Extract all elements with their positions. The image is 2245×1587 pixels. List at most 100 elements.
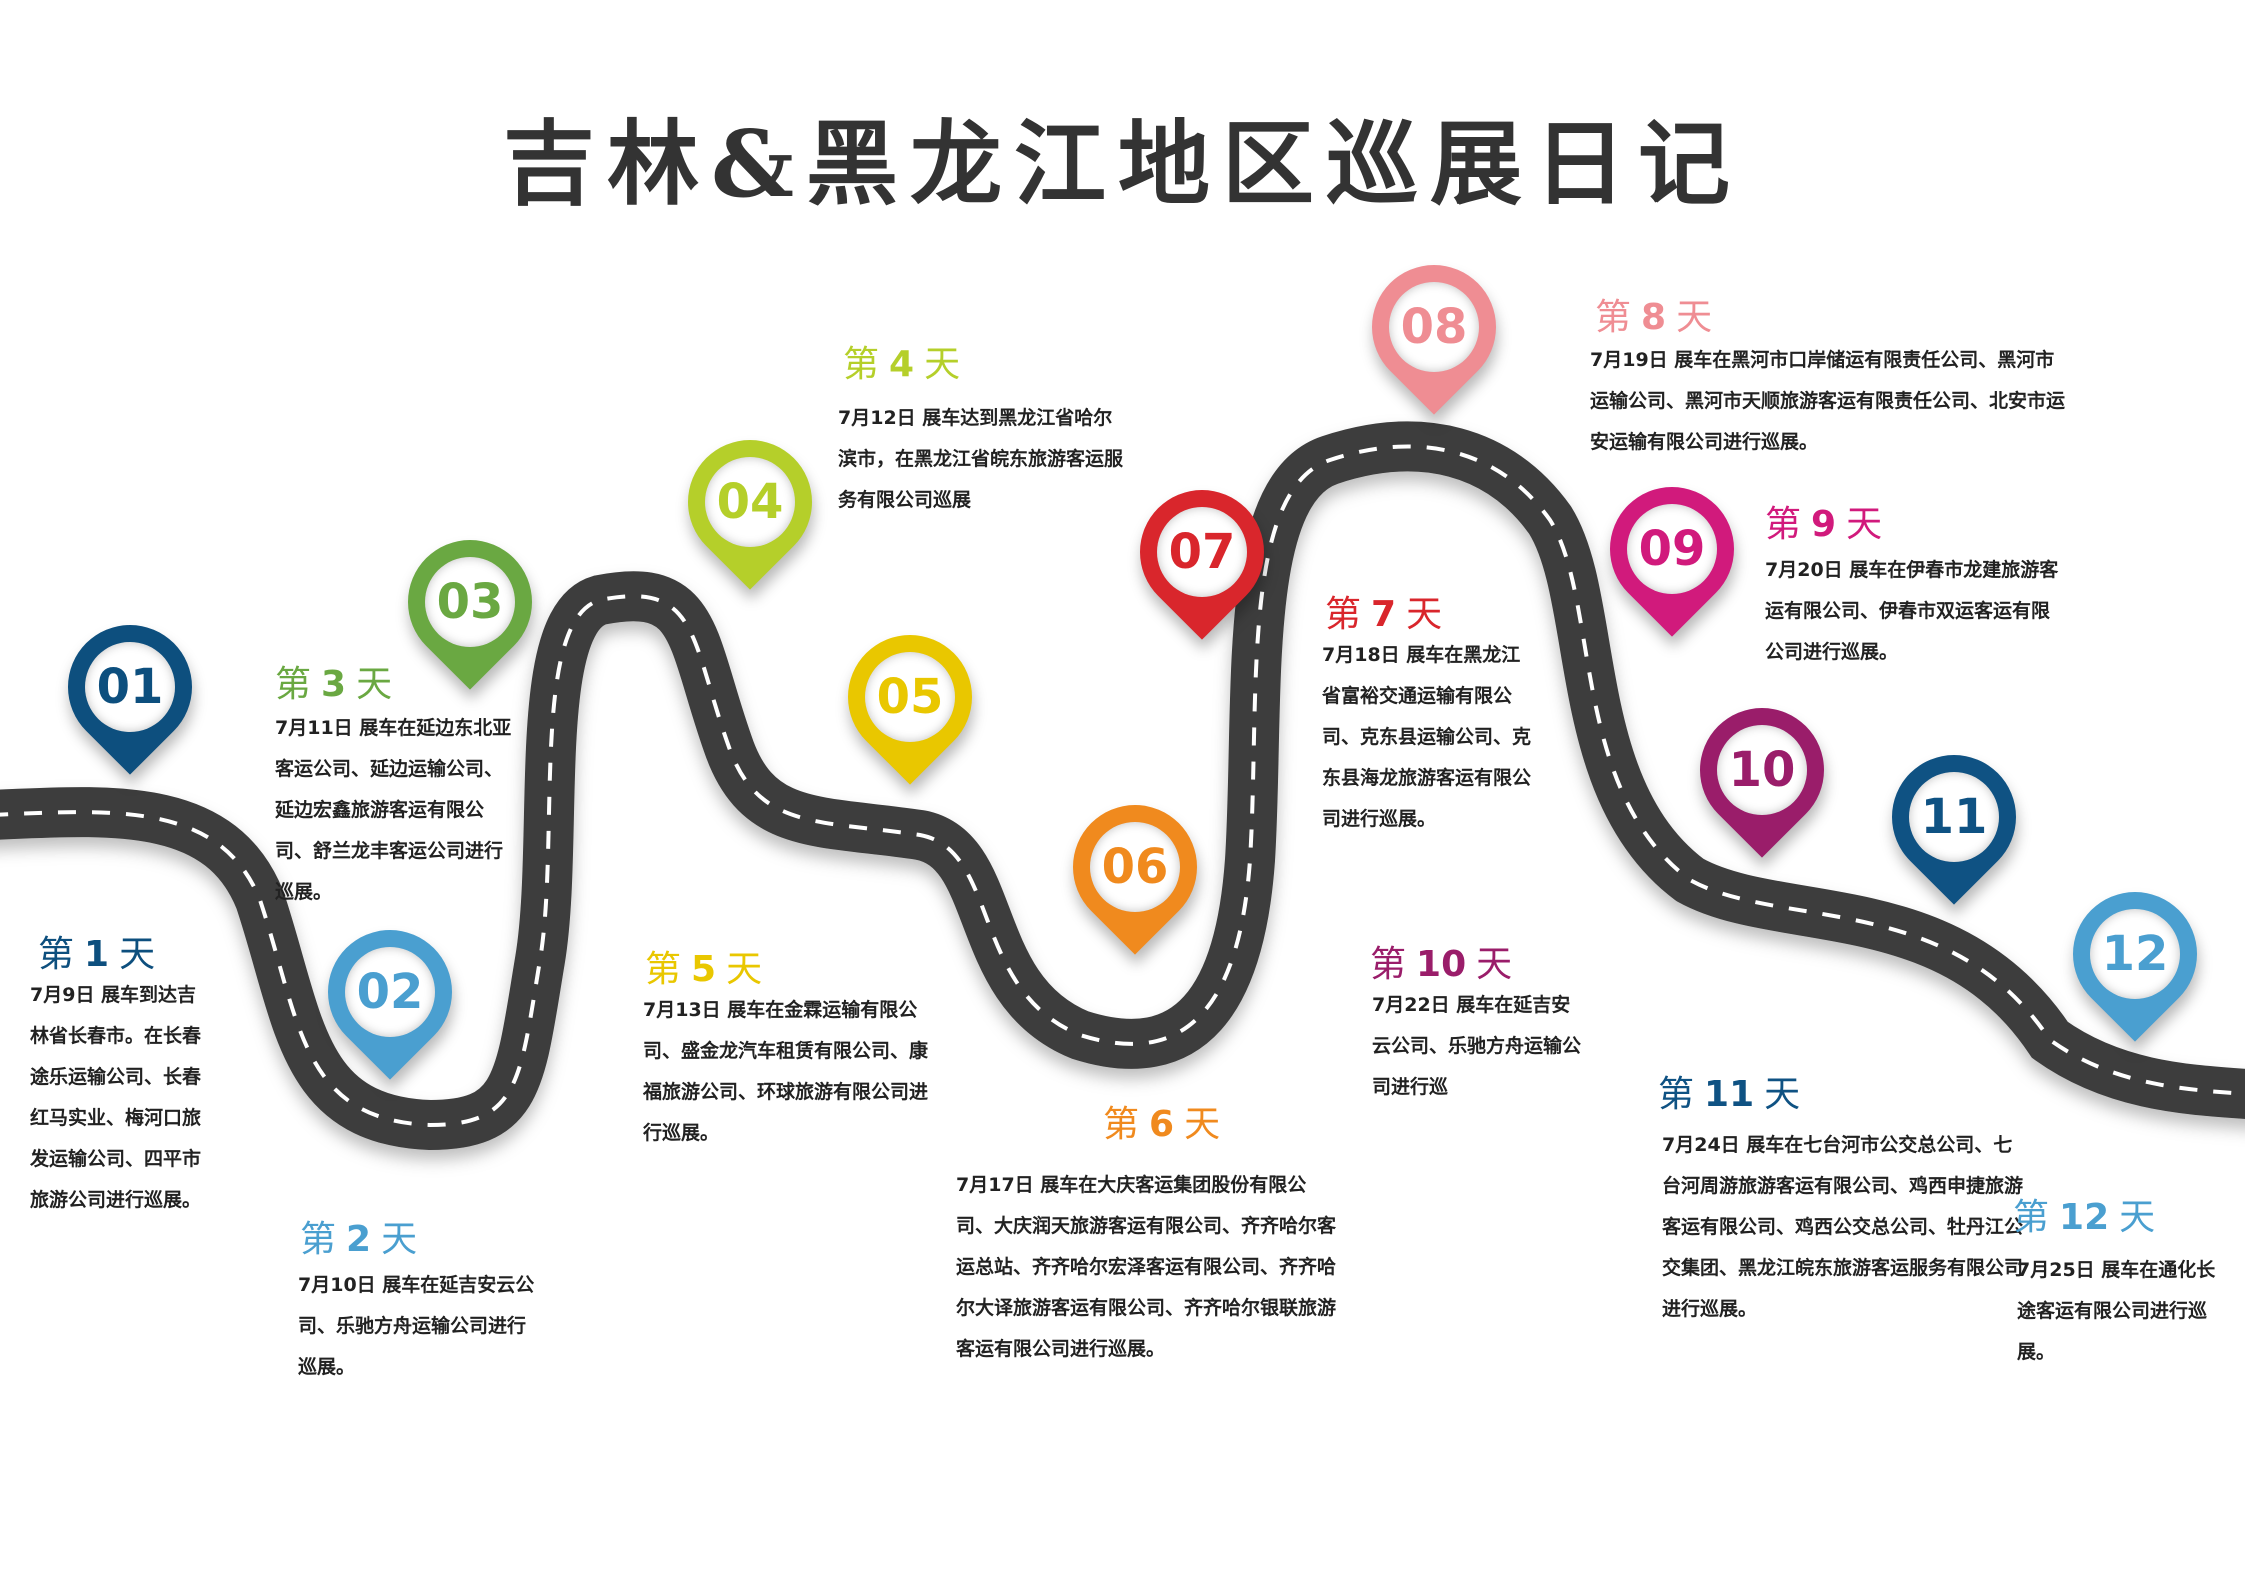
map-pin-02: 02 — [302, 904, 478, 1080]
pin-number: 05 — [876, 669, 944, 725]
pin-center — [425, 557, 515, 647]
map-pin-11: 11 — [1866, 729, 2042, 905]
pin-center — [1090, 822, 1180, 912]
day-suffix: 天 — [1476, 944, 1513, 985]
pin-number: 06 — [1101, 839, 1169, 895]
pin-center — [85, 642, 175, 732]
pin-number: 02 — [356, 964, 424, 1020]
day-suffix: 天 — [2119, 1197, 2156, 1238]
day-description-4: 7月12日 展车达到黑龙江省哈尔滨市，在黑龙江省皖东旅游客运服务有限公司巡展 — [838, 407, 1124, 511]
day-description-3: 7月11日 展车在延边东北亚客运公司、延边运输公司、延边宏鑫旅游客运有限公司、舒… — [275, 717, 512, 903]
day-description-1: 7月9日 展车到达吉林省长春市。在长春途乐运输公司、长春红马实业、梅河口旅发运输… — [30, 984, 202, 1211]
day-number: 2 — [346, 1219, 372, 1260]
day-suffix: 天 — [924, 344, 961, 385]
day-description-9: 7月20日 展车在伊春市龙建旅游客运有限公司、伊春市双运客运有限公司进行巡展。 — [1765, 559, 2059, 663]
map-pin-05: 05 — [822, 609, 998, 785]
day-suffix: 天 — [1676, 297, 1713, 338]
pin-center — [1627, 504, 1717, 594]
day-description-7: 7月18日 展车在黑龙江省富裕交通运输有限公司、克东县运输公司、克东县海龙旅游客… — [1322, 644, 1532, 830]
map-pin-09: 09 — [1584, 461, 1760, 637]
map-pin-07: 07 — [1114, 464, 1290, 640]
pin-center — [865, 652, 955, 742]
map-pin-06: 06 — [1047, 779, 1223, 955]
day-number: 12 — [2059, 1197, 2110, 1238]
day-suffix: 天 — [1846, 504, 1883, 545]
pin-number: 08 — [1400, 299, 1468, 355]
pin-number: 11 — [1920, 789, 1988, 845]
map-pin-04: 04 — [662, 414, 838, 590]
pin-number: 07 — [1168, 524, 1236, 580]
day-description-2: 7月10日 展车在延吉安云公司、乐驰方舟运输公司进行巡展。 — [298, 1274, 535, 1378]
pin-center — [345, 947, 435, 1037]
day-description-12: 7月25日 展车在通化长途客运有限公司进行巡展。 — [2017, 1259, 2216, 1363]
day-number: 3 — [321, 664, 347, 705]
day-prefix: 第 — [275, 664, 312, 705]
day-description-10: 7月22日 展车在延吉安云公司、乐驰方舟运输公司进行巡 — [1372, 994, 1582, 1098]
day-number: 10 — [1416, 944, 1467, 985]
page-title: 吉林&黑龙江地区巡展日记 — [502, 110, 1743, 218]
day-number: 4 — [889, 344, 915, 385]
day-prefix: 第 — [2013, 1197, 2050, 1238]
map-pin-03: 03 — [382, 514, 558, 690]
pin-number: 01 — [96, 659, 164, 715]
day-number: 1 — [84, 934, 110, 975]
pin-center — [1717, 725, 1807, 815]
day-prefix: 第 — [300, 1219, 337, 1260]
pin-center — [1157, 507, 1247, 597]
map-pin-12: 12 — [2047, 866, 2223, 1042]
pin-number: 04 — [716, 474, 784, 530]
day-description-11: 7月24日 展车在七台河市公交总公司、七台河周游旅游客运有限公司、鸡西申捷旅游客… — [1662, 1134, 2024, 1320]
road-center-line — [0, 444, 2245, 1128]
day-suffix: 天 — [1184, 1104, 1221, 1145]
day-suffix: 天 — [1406, 594, 1443, 635]
pin-center — [1909, 772, 1999, 862]
day-number: 6 — [1149, 1104, 1175, 1145]
day-suffix: 天 — [119, 934, 156, 975]
day-prefix: 第 — [1765, 504, 1802, 545]
day-prefix: 第 — [1595, 297, 1632, 338]
day-suffix: 天 — [381, 1219, 418, 1260]
day-number: 9 — [1811, 504, 1837, 545]
day-description-6: 7月17日 展车在大庆客运集团股份有限公司、大庆润天旅游客运有限公司、齐齐哈尔客… — [956, 1174, 1337, 1360]
day-suffix: 天 — [726, 949, 763, 990]
day-suffix: 天 — [1764, 1074, 1801, 1115]
day-prefix: 第 — [645, 949, 682, 990]
pin-number: 10 — [1728, 742, 1796, 798]
map-pin-08: 08 — [1346, 239, 1522, 415]
pin-center — [1389, 282, 1479, 372]
day-description-5: 7月13日 展车在金霖运输有限公司、盛金龙汽车租赁有限公司、康福旅游公司、环球旅… — [643, 999, 929, 1144]
day-prefix: 第 — [1103, 1104, 1140, 1145]
day-number: 8 — [1641, 297, 1667, 338]
day-prefix: 第 — [1370, 944, 1407, 985]
pin-number: 09 — [1638, 521, 1706, 577]
pin-center — [2090, 909, 2180, 999]
day-prefix: 第 — [843, 344, 880, 385]
day-suffix: 天 — [356, 664, 393, 705]
map-pin-10: 10 — [1674, 682, 1850, 858]
day-prefix: 第 — [1325, 594, 1362, 635]
day-prefix: 第 — [38, 934, 75, 975]
map-pin-01: 01 — [42, 599, 218, 775]
day-description-8: 7月19日 展车在黑河市口岸储运有限责任公司、黑河市运输公司、黑河市天顺旅游客运… — [1590, 349, 2066, 453]
day-number: 11 — [1704, 1074, 1755, 1115]
pin-number: 12 — [2101, 926, 2169, 982]
day-number: 7 — [1371, 594, 1397, 635]
pin-number: 03 — [436, 574, 504, 630]
day-number: 5 — [691, 949, 717, 990]
pin-center — [705, 457, 795, 547]
day-prefix: 第 — [1658, 1074, 1695, 1115]
